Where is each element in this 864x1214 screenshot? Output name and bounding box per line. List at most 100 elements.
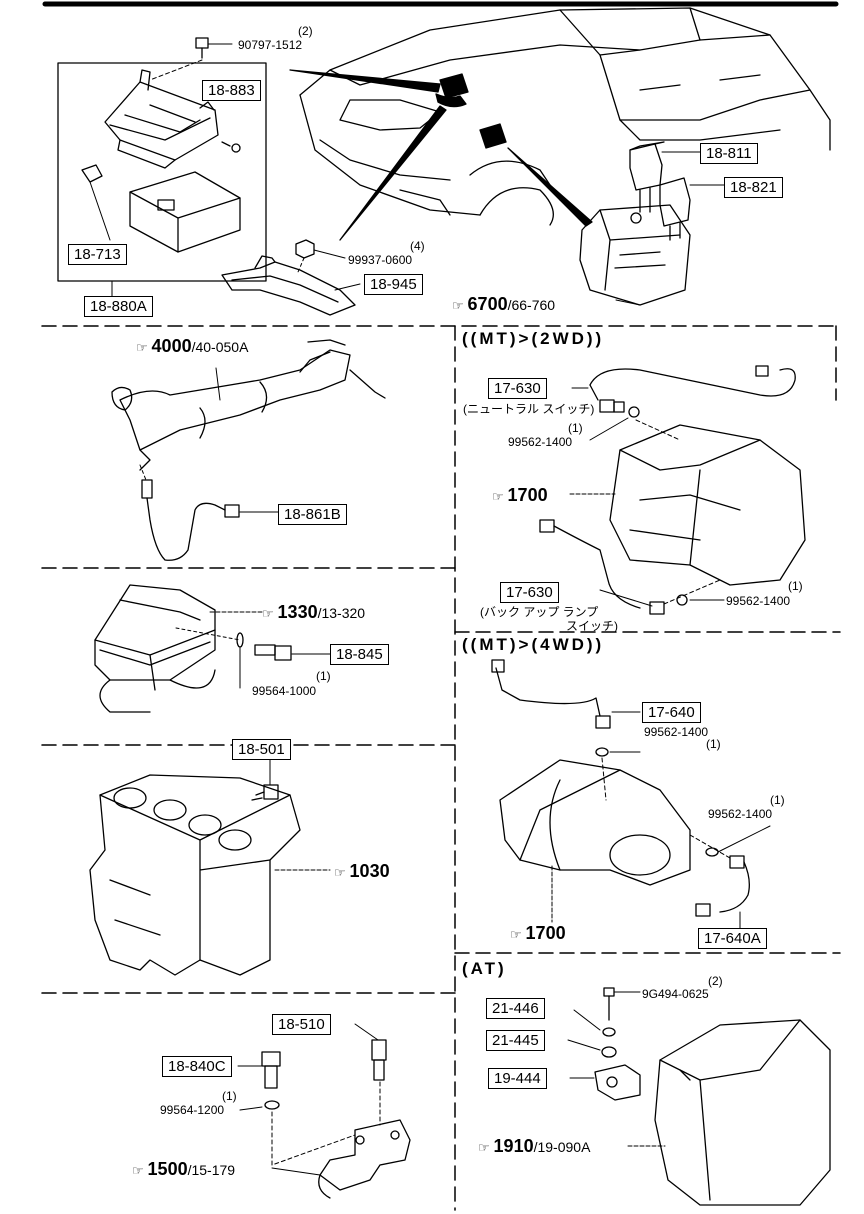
gasket-99562-upper-drawing — [628, 406, 640, 418]
nut-99937-drawing — [295, 239, 315, 259]
gasket-99562-4wd-upper-drawing — [595, 747, 609, 757]
box-18-861B: 18-861B — [278, 504, 347, 525]
ref-1910: ☞ 1910/19-090A — [478, 1136, 591, 1156]
qty-99564-1000: (1) — [316, 669, 331, 683]
gasket-99564-1200-drawing — [264, 1100, 280, 1110]
section-dividers — [41, 325, 841, 1211]
backup-light-switch-wire-drawing — [539, 519, 665, 615]
pointing-hand-icon: ☞ — [452, 298, 464, 313]
box-18-713: 18-713 — [68, 244, 127, 265]
header-at: (AT) — [462, 959, 507, 978]
box-17-630-neutral: 17-630 — [488, 378, 547, 399]
relay-18821-drawing — [659, 177, 691, 241]
pointing-hand-icon: ☞ — [510, 927, 522, 942]
ref-1500: ☞ 1500/15-179 — [132, 1159, 236, 1179]
header-mt-4wd: ((MT)>(4WD)) — [462, 635, 605, 654]
coolant-sensor-18501-drawing — [251, 784, 279, 801]
box-19-444: 19-444 — [488, 1068, 547, 1089]
o2-sensor-drawing — [141, 479, 240, 561]
leader-wedge-1 — [289, 69, 441, 93]
ref-4000: ☞ 4000/40-050A — [136, 336, 249, 356]
box-18-883: 18-883 — [202, 80, 261, 101]
box-21-445: 21-445 — [486, 1030, 545, 1051]
box-18-811: 18-811 — [700, 143, 758, 164]
ecu-box-drawing — [129, 171, 241, 253]
pointing-hand-icon: ☞ — [492, 489, 504, 504]
qty-99564-1200: (1) — [222, 1089, 237, 1103]
part-99562-upper: 99562-1400 — [508, 435, 573, 449]
box-17-640A: 17-640A — [698, 928, 767, 949]
bolt-9g494-drawing — [603, 987, 615, 1021]
engine-block-drawing — [89, 774, 301, 976]
label-backup-lamp-switch-1: (バック アップ ランプ — [480, 605, 599, 619]
ecu-location-marker — [439, 73, 469, 99]
temp-sender-18510-drawing — [371, 1039, 387, 1081]
transmission-4wd-drawing — [499, 759, 691, 886]
iat-sensor-drawing — [236, 632, 292, 661]
box-18-840C: 18-840C — [162, 1056, 232, 1077]
qty-99562-lower: (1) — [788, 579, 803, 593]
part-90797-1512: 90797-1512 — [238, 38, 303, 52]
pointing-hand-icon: ☞ — [132, 1163, 144, 1178]
leader-wedge-3 — [507, 147, 593, 227]
washer-21445-drawing — [601, 1046, 617, 1058]
gasket-99562-4wd-lower-drawing — [705, 847, 719, 857]
washer-21446-drawing — [602, 1027, 616, 1037]
box-17-630-backup: 17-630 — [500, 582, 559, 603]
temp-sensor-18840C-drawing — [261, 1051, 281, 1089]
part-99937-0600: 99937-0600 — [348, 253, 413, 267]
qty-99937: (4) — [410, 239, 425, 253]
ref-1330: ☞ 1330/13-320 — [262, 602, 366, 622]
control-unit-frame-box — [57, 62, 267, 282]
inhibitor-switch-19444-drawing — [594, 1064, 641, 1101]
box-18-510: 18-510 — [272, 1014, 331, 1035]
air-cleaner-drawing — [94, 584, 216, 713]
ref-1700-2wd: ☞ 1700 — [492, 485, 548, 505]
qty-99562-4wd-lower: (1) — [770, 793, 785, 807]
leader-wedge-2 — [339, 105, 447, 241]
ref-1030: ☞ 1030 — [334, 861, 390, 881]
label-neutral-switch: (ニュートラル スイッチ) — [463, 402, 595, 416]
car-outline-drawing — [299, 7, 831, 226]
gasket-99562-lower-drawing — [676, 594, 688, 606]
bracket-drawing — [104, 69, 219, 169]
box-17-640: 17-640 — [642, 702, 701, 723]
bracket-18945-drawing — [221, 255, 356, 316]
box-18-945: 18-945 — [364, 274, 423, 295]
part-99564-1200: 99564-1200 — [160, 1103, 225, 1117]
pointing-hand-icon: ☞ — [262, 606, 274, 621]
ref-1700-4wd: ☞ 1700 — [510, 923, 566, 943]
box-18-821: 18-821 — [724, 177, 783, 198]
part-99562-lower: 99562-1400 — [726, 594, 791, 608]
transmission-2wd-drawing — [609, 424, 806, 586]
relay-box-drawing — [579, 204, 691, 306]
connector-18713-drawing — [81, 164, 103, 183]
transmission-at-drawing — [654, 1019, 831, 1206]
switch-17640-wire-drawing — [491, 659, 611, 729]
part-9g494-0625: 9G494-0625 — [642, 987, 709, 1001]
pointing-hand-icon: ☞ — [136, 340, 148, 355]
qty-99562-4wd-upper: (1) — [706, 737, 721, 751]
part-99564-1000: 99564-1000 — [252, 684, 317, 698]
switch-17640A-wire-drawing — [695, 855, 750, 917]
header-mt-2wd: ((MT)>(2WD)) — [462, 329, 605, 348]
neutral-switch-wire-drawing — [589, 365, 796, 413]
part-99562-4wd-lower: 99562-1400 — [708, 807, 773, 821]
relay-location-marker — [479, 123, 507, 149]
relay-18811-drawing — [629, 141, 665, 213]
pointing-hand-icon: ☞ — [478, 1140, 490, 1155]
bracket-location-marker — [435, 93, 467, 108]
qty-90797: (2) — [298, 24, 313, 38]
small-bolt-drawing — [221, 141, 241, 153]
qty-9g494: (2) — [708, 974, 723, 988]
box-21-446: 21-446 — [486, 998, 545, 1019]
bolt-90797-drawing — [195, 37, 209, 59]
ref-6700: ☞ 6700/66-760 — [452, 294, 556, 314]
pointing-hand-icon: ☞ — [334, 865, 346, 880]
exhaust-pipe-drawing — [111, 339, 386, 471]
part-99562-4wd-upper: 99562-1400 — [644, 725, 709, 739]
label-backup-lamp-switch-2: スイッチ) — [566, 619, 618, 633]
thermostat-housing-drawing — [318, 1119, 411, 1199]
